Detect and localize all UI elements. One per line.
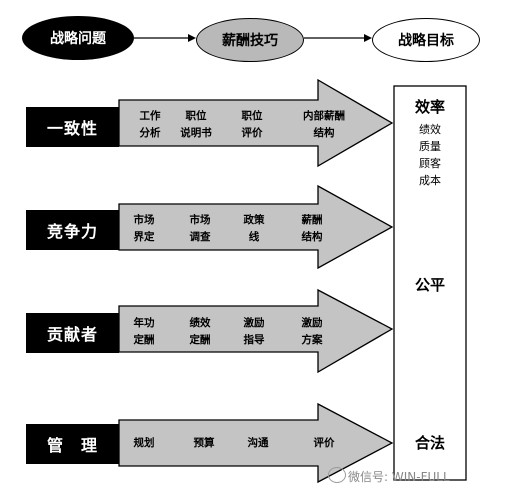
cell-line-1: 职位 — [185, 110, 207, 122]
cell-line-1: 政策 — [243, 214, 265, 226]
row-label-text: 管 理 — [46, 436, 98, 455]
cell-line-1: 职位 — [241, 110, 263, 122]
cell-line-1: 沟通 — [247, 437, 269, 449]
cell-line-1: 市场 — [189, 214, 211, 226]
watermark-text: 微信号: WIN-FULL — [348, 470, 450, 484]
cell-line-1: 绩效 — [189, 317, 211, 329]
arrow-competitiveness — [118, 184, 394, 270]
technique-cell: 职位说明书 — [170, 108, 222, 142]
goal-efficiency-title: 效率 — [414, 98, 445, 116]
row-label-alignment: 一致性 — [26, 107, 119, 147]
technique-cell: 薪酬结构 — [286, 212, 338, 246]
arrow-alignment — [118, 78, 394, 168]
cell-line-1: 激励 — [301, 317, 323, 329]
cell-line-1: 市场 — [133, 214, 155, 226]
pay-techniques-oval: 薪酬技巧 — [196, 18, 304, 62]
cell-line-2: 说明书 — [180, 127, 212, 139]
cell-line-1: 评价 — [313, 437, 335, 449]
cell-line-2: 定酬 — [133, 334, 155, 346]
cell-line-1: 预算 — [193, 437, 215, 449]
cell-line-1: 规划 — [133, 437, 155, 449]
row-label-contributors: 贡献者 — [26, 313, 119, 353]
technique-cell: 政策线 — [228, 212, 280, 246]
technique-cell: 市场调查 — [174, 212, 226, 246]
strategic-goals-oval: 战略目标 — [372, 18, 480, 62]
cell-line-2: 定酬 — [189, 334, 211, 346]
row-label-text: 贡献者 — [46, 325, 98, 344]
cell-line-1: 内部薪酬 — [303, 110, 345, 122]
row-label-management: 管 理 — [26, 424, 119, 464]
goals-panel — [393, 85, 467, 481]
strategic-issues-label: 战略问题 — [50, 31, 106, 47]
technique-cell: 沟通 — [232, 435, 284, 452]
cell-line-2: 方案 — [301, 334, 323, 346]
goal-fairness: 公平 — [414, 276, 445, 294]
goal-efficiency-item: 绩效 — [419, 123, 441, 136]
cell-line-2: 结构 — [313, 127, 335, 139]
goal-efficiency: 效率 绩效 质量 顾客 成本 — [394, 96, 466, 189]
goal-legality: 合法 — [414, 434, 445, 452]
strategic-goals-label: 战略目标 — [398, 33, 454, 49]
technique-cell: 市场界定 — [118, 212, 170, 246]
technique-cell: 激励指导 — [228, 315, 280, 349]
cell-line-1: 年功 — [133, 317, 155, 329]
cell-line-1: 激励 — [243, 317, 265, 329]
cell-line-2: 评价 — [241, 127, 263, 139]
technique-cell: 激励方案 — [286, 315, 338, 349]
cell-line-2: 结构 — [301, 231, 323, 243]
row-label-competitiveness: 竞争力 — [26, 210, 119, 250]
technique-cell: 职位评价 — [226, 108, 278, 142]
strategic-issues-oval: 战略问题 — [22, 16, 134, 60]
cell-line-2: 分析 — [139, 127, 161, 139]
connector-arrowhead-2 — [364, 34, 372, 42]
technique-cell: 内部薪酬结构 — [288, 108, 360, 142]
cell-line-2: 指导 — [243, 334, 265, 346]
arrow-management — [118, 402, 394, 484]
cell-line-1: 薪酬 — [301, 214, 323, 226]
connector-arrowhead-1 — [188, 34, 196, 42]
technique-cell: 年功定酬 — [118, 315, 170, 349]
goal-efficiency-item: 成本 — [419, 174, 441, 187]
wechat-icon — [328, 467, 346, 483]
technique-cell: 预算 — [178, 435, 230, 452]
cell-line-2: 调查 — [189, 231, 211, 243]
technique-cell: 规划 — [118, 435, 170, 452]
cell-line-2: 界定 — [133, 231, 155, 243]
cell-line-1: 工作 — [139, 110, 161, 122]
technique-cell: 工作分析 — [124, 108, 176, 142]
technique-cell: 绩效定酬 — [174, 315, 226, 349]
pay-techniques-label: 薪酬技巧 — [222, 33, 278, 49]
arrow-contributors — [118, 288, 394, 374]
goal-efficiency-item: 顾客 — [419, 157, 441, 170]
row-label-text: 一致性 — [46, 119, 98, 138]
technique-cell: 评价 — [298, 435, 350, 452]
row-label-text: 竞争力 — [46, 222, 98, 241]
goal-efficiency-item: 质量 — [419, 140, 441, 153]
cell-line-2: 线 — [248, 231, 260, 243]
